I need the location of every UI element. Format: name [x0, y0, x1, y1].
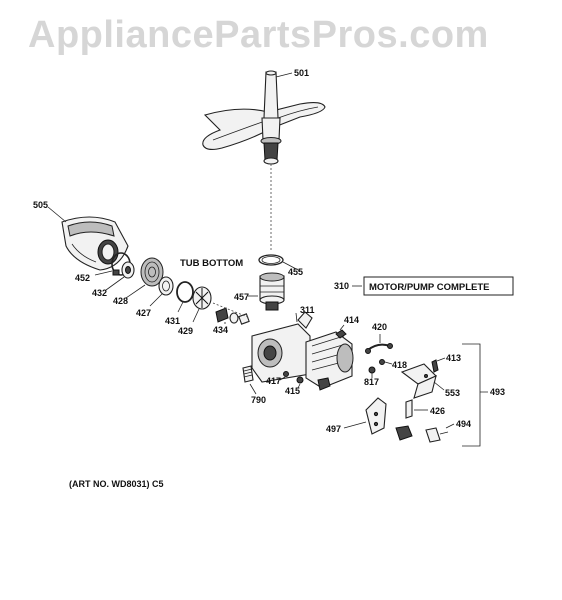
leader-432 — [105, 276, 125, 291]
leader-431 — [177, 301, 184, 313]
part-label-310[interactable]: 310 — [334, 281, 349, 291]
part-label-418[interactable]: 418 — [392, 360, 407, 370]
spray-arm-501[interactable] — [202, 70, 326, 165]
leader-415 — [297, 383, 301, 389]
leader-429 — [192, 308, 200, 323]
assembly-axis-line-2 — [212, 302, 251, 319]
art-number-note: (ART NO. WD8031) C5 — [69, 479, 164, 489]
part-label-817[interactable]: 817 — [364, 377, 379, 387]
leader-501 — [275, 72, 293, 78]
leader-497 — [343, 421, 367, 429]
leader-452 — [94, 270, 113, 276]
leader-414 — [339, 324, 345, 331]
part-label-427[interactable]: 427 — [136, 308, 151, 318]
screw-414[interactable] — [335, 329, 347, 339]
part-label-420[interactable]: 420 — [372, 322, 387, 332]
impeller-429[interactable] — [192, 286, 212, 310]
pin-426[interactable] — [405, 399, 413, 419]
part-label-311[interactable]: 311 — [300, 305, 315, 315]
pump-housing-457[interactable] — [259, 272, 285, 311]
part-label-455[interactable]: 455 — [288, 267, 303, 277]
leader-553 — [433, 381, 445, 391]
part-label-417[interactable]: 417 — [266, 376, 281, 386]
bracket-553[interactable] — [400, 363, 437, 399]
wire-420[interactable] — [365, 343, 393, 354]
part-label-414[interactable]: 414 — [344, 315, 359, 325]
grommet-415[interactable] — [296, 376, 304, 384]
part-label-413[interactable]: 413 — [446, 353, 461, 363]
screw-418[interactable] — [379, 359, 385, 365]
seal-ring-455[interactable] — [258, 254, 284, 266]
part-label-428[interactable]: 428 — [113, 296, 128, 306]
part-label-429[interactable]: 429 — [178, 326, 193, 336]
part-label-434[interactable]: 434 — [213, 325, 228, 335]
motor-pump-assembly-311[interactable] — [251, 311, 354, 391]
leader-417 — [279, 376, 286, 381]
leader-790 — [249, 383, 257, 395]
tub-bottom-label: TUB BOTTOM — [180, 258, 243, 269]
motor-pump-complete-label: MOTOR/PUMP COMPLETE — [369, 282, 490, 293]
part-label-494[interactable]: 494 — [456, 419, 471, 429]
filter-housing-505[interactable] — [61, 216, 129, 271]
switch-part[interactable] — [395, 425, 413, 441]
part-label-497[interactable]: 497 — [326, 424, 341, 434]
part-label-415[interactable]: 415 — [285, 386, 300, 396]
hose-clamp-432[interactable] — [121, 261, 135, 279]
leader-505 — [47, 206, 67, 223]
spring-790[interactable] — [242, 365, 254, 383]
group-bracket-493 — [462, 343, 488, 447]
leader-413 — [436, 357, 446, 362]
leader-455 — [282, 261, 301, 272]
mount-bracket-497[interactable] — [365, 397, 387, 435]
part-label-501[interactable]: 501 — [294, 68, 309, 78]
connector-494[interactable] — [425, 427, 449, 443]
screw-413[interactable] — [431, 359, 439, 373]
part-label-452[interactable]: 452 — [75, 273, 90, 283]
part-label-553[interactable]: 553 — [445, 388, 460, 398]
motor-pump-complete-box — [363, 276, 514, 296]
leader-418 — [384, 361, 393, 365]
leader-494 — [445, 423, 455, 429]
filter-screen-428[interactable] — [140, 257, 164, 287]
part-label-790[interactable]: 790 — [251, 395, 266, 405]
leader-428 — [125, 284, 146, 299]
part-label-431[interactable]: 431 — [165, 316, 180, 326]
o-ring-431[interactable] — [176, 281, 194, 303]
leader-427 — [149, 293, 163, 307]
part-label-457[interactable]: 457 — [234, 292, 249, 302]
part-label-493[interactable]: 493 — [490, 387, 505, 397]
leader-311 — [295, 312, 298, 323]
gasket-427[interactable] — [158, 276, 174, 296]
part-label-426[interactable]: 426 — [430, 406, 445, 416]
nut-817[interactable] — [368, 366, 376, 374]
watermark: AppliancePartsPros.com — [28, 14, 489, 56]
washer-417[interactable] — [283, 371, 289, 377]
seal-kit-434[interactable] — [215, 307, 250, 325]
part-label-432[interactable]: 432 — [92, 288, 107, 298]
part-label-505[interactable]: 505 — [33, 200, 48, 210]
